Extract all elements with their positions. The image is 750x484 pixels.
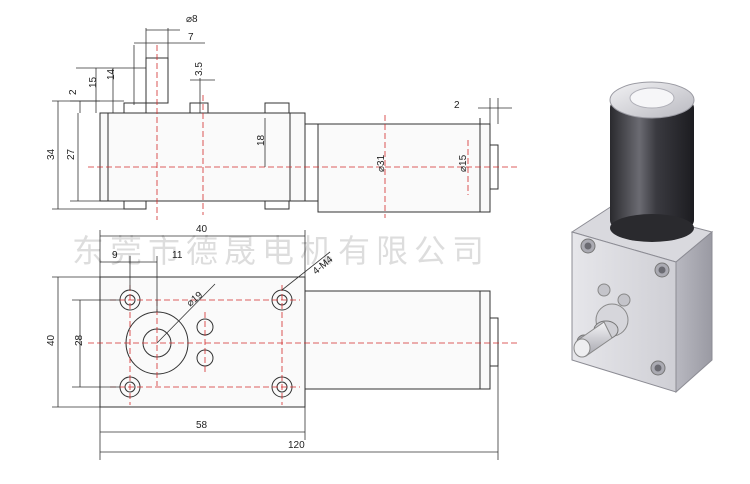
mount-tab: [189, 102, 209, 114]
mount-tab: [123, 102, 147, 114]
motor-3d-render: [570, 81, 714, 394]
watermark-text: 东莞市德晟电机有限公司: [72, 232, 490, 270]
dim-shaft-offset: 7: [188, 32, 194, 43]
motor-end: [489, 317, 499, 367]
dim-27: 27: [66, 148, 77, 160]
dim-end-gap: 2: [454, 100, 460, 111]
dim-motor-dia: ⌀31: [376, 154, 387, 172]
gearbox-face: [99, 276, 306, 408]
dim-boss-dia: ⌀15: [458, 154, 469, 172]
dim-height-40: 40: [46, 334, 57, 346]
dim-3-5: 3.5: [194, 62, 205, 76]
dim-hole-11: 11: [172, 250, 183, 261]
motor-can: [317, 123, 491, 213]
mount-tab: [264, 200, 290, 210]
dim-width-40: 40: [196, 224, 208, 235]
dim-18: 18: [256, 134, 267, 146]
dim-height-28: 28: [74, 334, 85, 346]
dim-15: 15: [88, 76, 99, 88]
dim-len-120: 120: [288, 440, 305, 451]
gearbox-body: [99, 112, 306, 202]
mount-tab: [264, 102, 290, 114]
dim-14: 14: [106, 68, 117, 80]
dim-2: 2: [68, 89, 79, 95]
dim-hole-9: 9: [112, 250, 118, 261]
front-view: 40 9 11 4-M4 ⌀19 40 28 58 120: [46, 224, 520, 460]
dim-len-58: 58: [196, 420, 208, 431]
gearbox-3d-side: [675, 230, 713, 394]
motor-cylinder-3d: [610, 100, 694, 228]
mount-tab: [123, 200, 147, 210]
motor-side: [304, 290, 491, 390]
dim-34: 34: [46, 148, 57, 160]
top-view: ⌀8 7 2 15 14 3.5 34 27 18 ⌀31 ⌀15 2: [46, 14, 520, 220]
dim-shaft-dia: ⌀8: [186, 14, 198, 25]
